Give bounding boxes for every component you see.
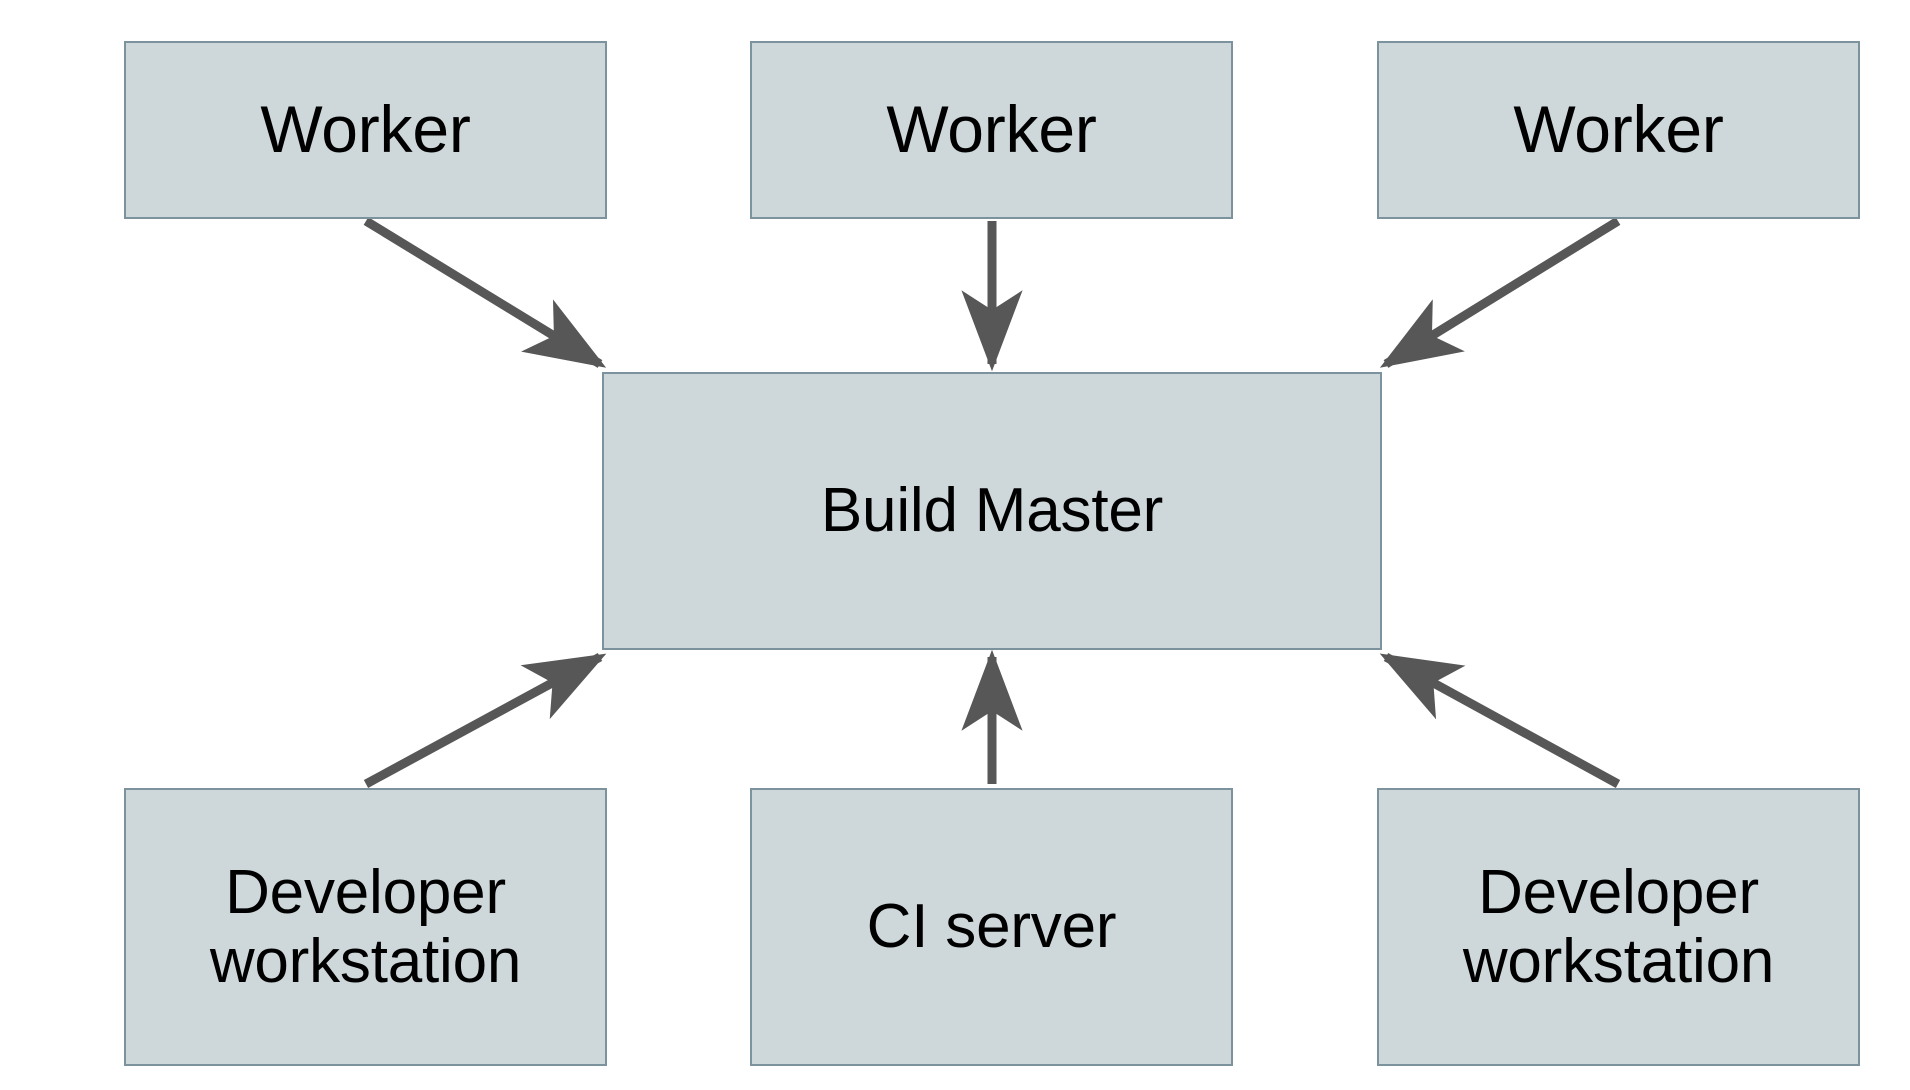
node-developer-workstation-left[interactable]: Developer workstation (124, 788, 607, 1066)
edge-worker-1-to-build-master (363, 217, 607, 368)
node-label: CI server (866, 892, 1117, 962)
node-label: Build Master (820, 476, 1164, 546)
node-label: Developer workstation (1462, 857, 1775, 996)
node-worker-1[interactable]: Worker (124, 41, 607, 219)
edge-dev-ws-right-to-build-master (1379, 653, 1621, 788)
node-label: Developer workstation (209, 857, 522, 996)
edge-dev-ws-left-to-build-master (363, 653, 607, 788)
node-build-master[interactable]: Build Master (602, 372, 1382, 650)
node-worker-2[interactable]: Worker (750, 41, 1233, 219)
node-worker-3[interactable]: Worker (1377, 41, 1860, 219)
node-developer-workstation-right[interactable]: Developer workstation (1377, 788, 1860, 1066)
edge-worker-3-to-build-master (1379, 217, 1621, 368)
node-label: Worker (260, 92, 471, 167)
node-label: Worker (1513, 92, 1724, 167)
node-label: Worker (886, 92, 1097, 167)
node-ci-server[interactable]: CI server (750, 788, 1233, 1066)
